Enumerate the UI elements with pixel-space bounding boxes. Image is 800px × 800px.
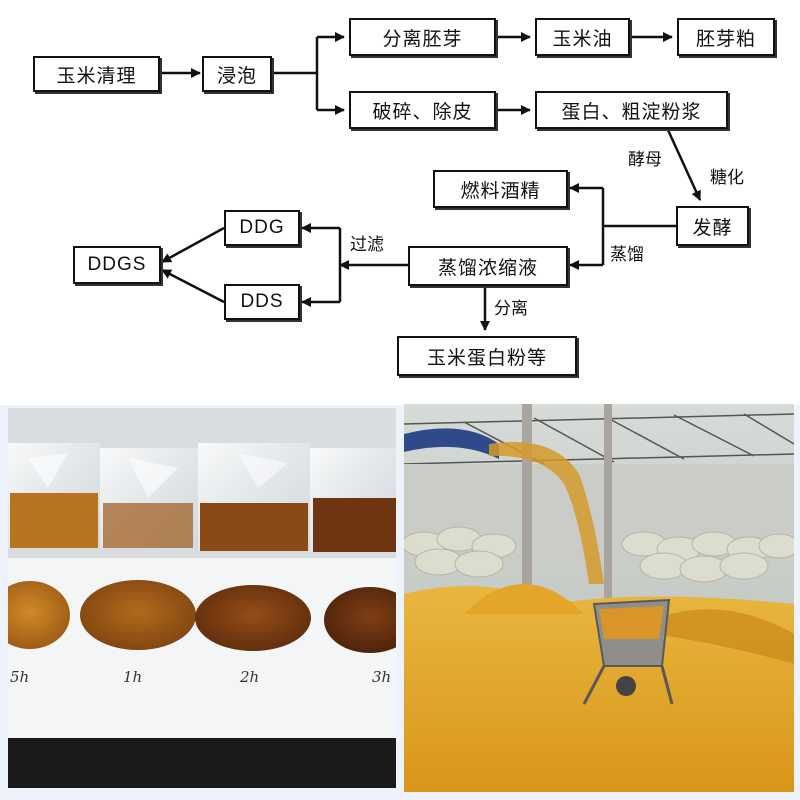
arrow-ddg-to-ddgs — [161, 226, 225, 264]
node-soaking: 浸泡 — [202, 56, 272, 92]
label-distill: 蒸馏 — [610, 245, 644, 265]
sample-bags-illustration — [8, 408, 396, 788]
feed-sacks — [404, 526, 794, 583]
node-ddgs: DDGS — [73, 246, 161, 284]
label-separate: 分离 — [494, 299, 528, 319]
warehouse-photo — [404, 404, 794, 792]
arrow-dds-to-ddgs — [161, 268, 225, 304]
pillar — [522, 404, 532, 624]
process-flow-diagram: 玉米清理 浸泡 分离胚芽 玉米油 胚芽粕 破碎、除皮 蛋白、粗淀粉浆 燃料酒精 … — [0, 0, 800, 405]
node-concentrate: 蒸馏浓缩液 — [408, 246, 568, 286]
sample-pile-2h — [195, 585, 311, 651]
ddgs-heap — [464, 584, 584, 614]
node-protein-starch: 蛋白、粗淀粉浆 — [535, 91, 728, 129]
sample-pile-5h — [8, 581, 70, 649]
node-protein-powder: 玉米蛋白粉等 — [397, 336, 577, 376]
time-label-1h: 1h — [123, 668, 143, 686]
label-filter: 过滤 — [350, 235, 384, 255]
pillar — [604, 404, 612, 604]
node-dds: DDS — [224, 284, 300, 320]
plastic-bags — [8, 443, 396, 552]
warehouse-illustration — [404, 404, 794, 792]
time-label-2h: 2h — [240, 668, 260, 686]
node-cleaning: 玉米清理 — [33, 56, 160, 92]
node-crush-peel: 破碎、除皮 — [349, 91, 496, 129]
node-fermentation: 发酵 — [676, 206, 749, 246]
conveyor — [404, 428, 499, 459]
node-germ-meal: 胚芽粕 — [677, 18, 775, 56]
time-label-5h: 5h — [10, 668, 30, 686]
node-ddg: DDG — [224, 210, 300, 246]
arrow-starch-to-fermentation — [666, 129, 702, 201]
wheelbarrow — [582, 598, 674, 705]
node-corn-oil: 玉米油 — [535, 18, 630, 56]
node-germ-separation: 分离胚芽 — [349, 18, 496, 56]
time-label-3h: 3h — [372, 668, 392, 686]
label-yeast: 酵母 — [628, 150, 662, 170]
sample-bags-photo: 5h 1h 2h 3h — [8, 408, 396, 788]
node-fuel-ethanol: 燃料酒精 — [433, 170, 568, 208]
sample-pile-3h — [324, 587, 396, 653]
grain-stream — [489, 442, 604, 584]
label-saccharify: 糖化 — [710, 168, 744, 188]
sample-pile-1h — [80, 580, 196, 650]
flow-connectors — [160, 32, 702, 331]
